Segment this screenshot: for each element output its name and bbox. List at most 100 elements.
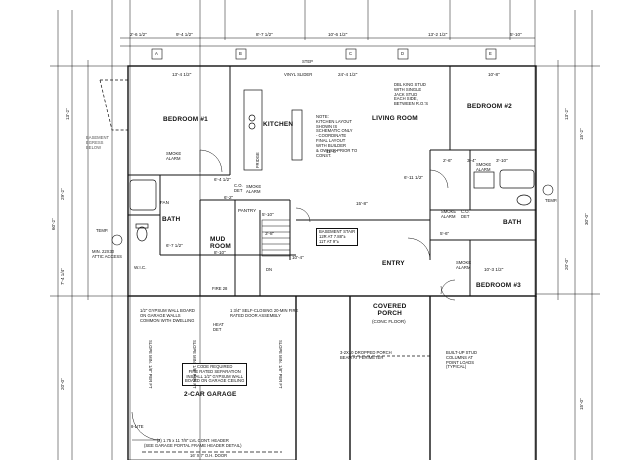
- room-kitchen: KITCHEN: [263, 121, 294, 128]
- basement-stair-note: BASEMENT STAIR 12R AT 7.88"± 11T AT 9"±: [316, 228, 359, 247]
- slope-note-right: SLOPE MIN. 1/8" PER FT: [278, 340, 283, 389]
- fire-door-note: 1 3/4" SELF-CLOSING 20-MIN FIRE RATED DO…: [230, 308, 299, 318]
- tub-left: [129, 179, 157, 211]
- room-bedroom-1: BEDROOM #1: [163, 116, 208, 123]
- dim-810: 8'-10": [214, 250, 226, 255]
- room-entry: ENTRY: [382, 260, 405, 267]
- room-bath-left: BATH: [162, 216, 181, 223]
- tub-right: [499, 169, 535, 189]
- dim-left-1: 13'-2": [65, 108, 70, 120]
- temp-left-label: TEMP.: [96, 228, 109, 233]
- dim-34: 3'-4": [467, 158, 477, 163]
- kitchen-island: [291, 109, 303, 161]
- grid-tag-a: A: [155, 51, 158, 56]
- dim-510: 5'-10": [262, 212, 274, 217]
- dim-right-2: 15'-2": [579, 128, 584, 140]
- basement-stair: [261, 219, 291, 257]
- heat-detector: HEAT DET: [213, 322, 224, 332]
- dim-right-5: 15'-0": [579, 398, 584, 410]
- dim-bed2-width: 10'-8": [488, 72, 500, 77]
- slope-note-left: SLOPE MIN. 1/8" PER FT: [148, 340, 153, 389]
- room-mud: MUD ROOM: [210, 236, 232, 250]
- smoke-alarm-1: SMOKE ALARM: [166, 151, 182, 161]
- room-porch: COVERED PORCH: [373, 303, 407, 317]
- basement-egress-note: BASEMENT EGRESS BELOW: [86, 135, 110, 150]
- dim-left-2: 29'-2": [60, 188, 65, 200]
- wic-label: W.I.C.: [134, 265, 147, 270]
- dim-right-1: 13'-2": [564, 108, 569, 120]
- slider-label: VINYL SLIDER: [284, 72, 313, 77]
- grid-tag-e: E: [489, 51, 492, 56]
- dimension-lines: [50, 0, 600, 460]
- toilet-right: [516, 194, 532, 206]
- dim-62: 6'-2": [224, 195, 234, 200]
- slope-note-mid: SLOPE MIN. 1/8" PER FT: [192, 340, 197, 389]
- dim-612: 6'-11 1/2": [404, 175, 424, 180]
- room-living: LIVING ROOM: [372, 115, 418, 122]
- dim-top-3: 8'-7 1/2": [256, 32, 273, 37]
- dim-top-4: 10'-6 1/2": [328, 32, 348, 37]
- step-label: STEP: [302, 59, 313, 64]
- dim-top-1: 2'-6 1/2": [130, 32, 147, 37]
- pantry-label: PANTRY: [238, 208, 257, 213]
- kitchen-layout-note: NOTE: KITCHEN LAYOUT SHOWN IS SCHEMATIC …: [316, 114, 358, 158]
- dim-top-5: 13'-2 1/2": [428, 32, 448, 37]
- fire-rating-label: FIRE 28: [212, 286, 228, 291]
- king-stud-note: DBL KING STUD WITH SINGLE JACK STUD EACH…: [394, 82, 429, 107]
- smoke-alarm-3: SMOKE ALARM: [476, 162, 492, 172]
- co-detector-1: C.O. DET: [234, 183, 243, 193]
- dim-left-3: 60'-2": [51, 218, 56, 230]
- dim-top-2: 9'-4 1/2": [176, 32, 193, 37]
- garage-outline: [127, 295, 297, 460]
- fridge-label: FRIDGE: [255, 152, 260, 168]
- co-detector-2: C.O. DET: [461, 209, 470, 219]
- temp-right-label: TEMP.: [545, 198, 558, 203]
- grid-tag-b: B: [239, 51, 242, 56]
- garage-header-note: (2) 1.75 x 11 7/8" LVL CONT. HEADER (SEE…: [144, 438, 242, 448]
- vanity-right: [473, 171, 495, 189]
- porch-subtitle: (CONC FLOOR): [372, 319, 406, 324]
- dim-64: 6'-4 1/2": [214, 177, 231, 182]
- dim-310: 3'-10": [496, 158, 508, 163]
- code-required-note: CODE REQUIRED FIRE RATED SEPARATION INST…: [182, 363, 248, 387]
- smoke-alarm-2: SMOKE ALARM: [246, 184, 262, 194]
- dim-slider-width: 24'-4 1/2": [338, 72, 358, 77]
- smoke-alarm-4: SMOKE ALARM: [441, 209, 457, 219]
- dim-right-3: 30'-0": [584, 213, 589, 225]
- toilet-left: [136, 226, 148, 242]
- dim-living-width: 15'-8": [356, 201, 368, 206]
- stud-column-note: BUILT-UP STUD COLUMNS AT POINT LOADS (TY…: [446, 350, 478, 370]
- garage-door-note: 16' X 7' O.H. DOOR: [190, 453, 228, 458]
- grid-tag-c: C: [349, 51, 353, 56]
- smoke-alarm-5: SMOKE ALARM: [456, 260, 472, 270]
- porch-outline: [349, 295, 431, 357]
- sink-icon: [248, 114, 256, 122]
- room-bedroom-3: BEDROOM #3: [476, 282, 521, 289]
- gypsum-wall-note: 1/2" GYPSUM WALL BOARD ON GARAGE WALLS C…: [140, 308, 195, 323]
- dim-right-4: 20'-0": [564, 258, 569, 270]
- door-swings: [131, 149, 456, 441]
- dim-104: 10'-4": [292, 255, 304, 260]
- garage-door-lite: 8-LITE: [131, 424, 144, 429]
- room-bedroom-2: BEDROOM #2: [467, 103, 512, 110]
- grid-tag-d: D: [401, 51, 405, 56]
- dim-bed3-width: 10'-3 1/2": [484, 267, 504, 272]
- dim-116: 11'-6": [326, 149, 338, 154]
- room-bath-right: BATH: [503, 219, 522, 226]
- kitchen-counter: [243, 89, 263, 171]
- dim-38: 3'-8": [265, 231, 275, 236]
- stair-dn-label: DN: [266, 267, 273, 272]
- dim-56: 5'-6": [440, 231, 450, 236]
- dim-top-6: 5'-10": [510, 32, 522, 37]
- room-garage: 2-CAR GARAGE: [184, 391, 237, 398]
- attic-access-note: MIN. 22X30 ATTIC ACCESS: [92, 249, 122, 259]
- dim-left-4: 7'-4 1/4": [60, 268, 65, 285]
- dim-26: 2'-6": [443, 158, 453, 163]
- fan-label: FAN: [160, 200, 169, 205]
- porch-beam-note: 3-2X10 DROPPED PORCH BEAM AT PERIMETER: [340, 350, 392, 360]
- dim-left-5: 20'-0": [60, 378, 65, 390]
- grid-tags: [111, 48, 554, 246]
- dim-67: 6'-7 1/2": [166, 243, 183, 248]
- interior-walls: [128, 66, 536, 296]
